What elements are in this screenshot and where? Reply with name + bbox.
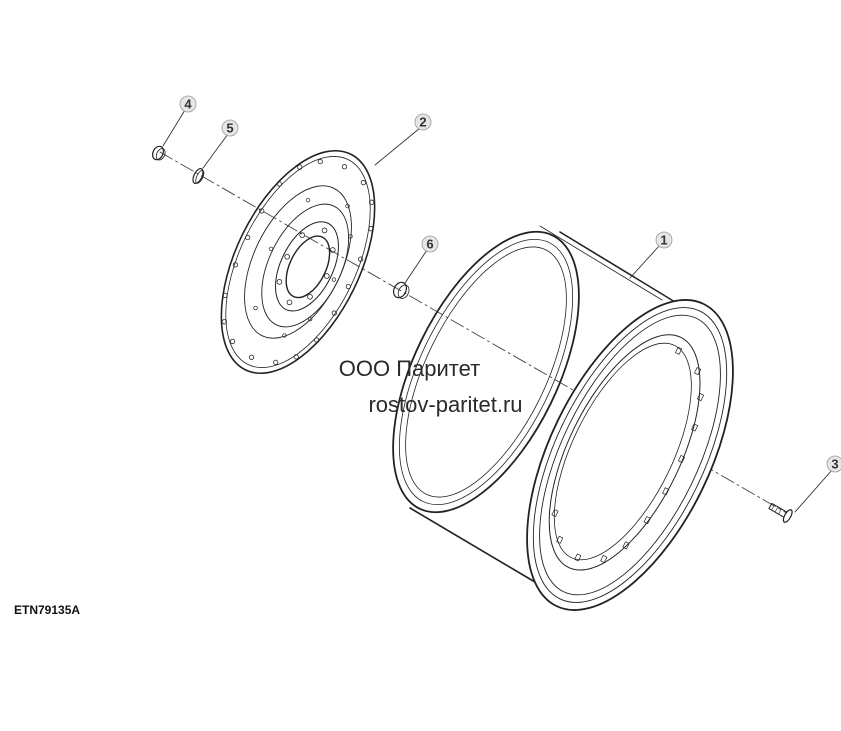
callout-2-label: 2 (419, 115, 426, 130)
figure-id: ETN79135A (14, 603, 81, 617)
leader-line-6 (404, 249, 428, 284)
callout-3: 3 (826, 455, 841, 473)
callout-1: 1 (655, 231, 673, 249)
leader-line-3 (794, 469, 833, 513)
callout-6-label: 6 (426, 237, 433, 252)
washer-part-5 (192, 167, 205, 185)
wheel-rim (392, 225, 734, 611)
wheel-disc (220, 149, 376, 375)
nut-part-4 (151, 145, 166, 161)
bolt-part-3 (768, 502, 793, 523)
callout-3-label: 3 (831, 457, 838, 472)
leader-line-2 (374, 127, 421, 166)
nut-part-6 (392, 281, 410, 299)
leader-line-4 (162, 109, 186, 147)
callouts: 1 2 3 4 5 6 (179, 95, 841, 473)
callout-4-label: 4 (184, 97, 192, 112)
callout-1-label: 1 (660, 233, 667, 248)
callout-6: 6 (421, 235, 439, 253)
callout-5: 5 (221, 119, 239, 137)
callout-4: 4 (179, 95, 197, 113)
callout-2: 2 (414, 113, 432, 131)
leader-line-5 (202, 133, 229, 169)
watermark-url: rostov-paritet.ru (368, 392, 523, 417)
callout-5-label: 5 (226, 121, 233, 136)
watermark-company: ООО Паритет (338, 356, 481, 381)
leader-line-1 (629, 244, 661, 279)
